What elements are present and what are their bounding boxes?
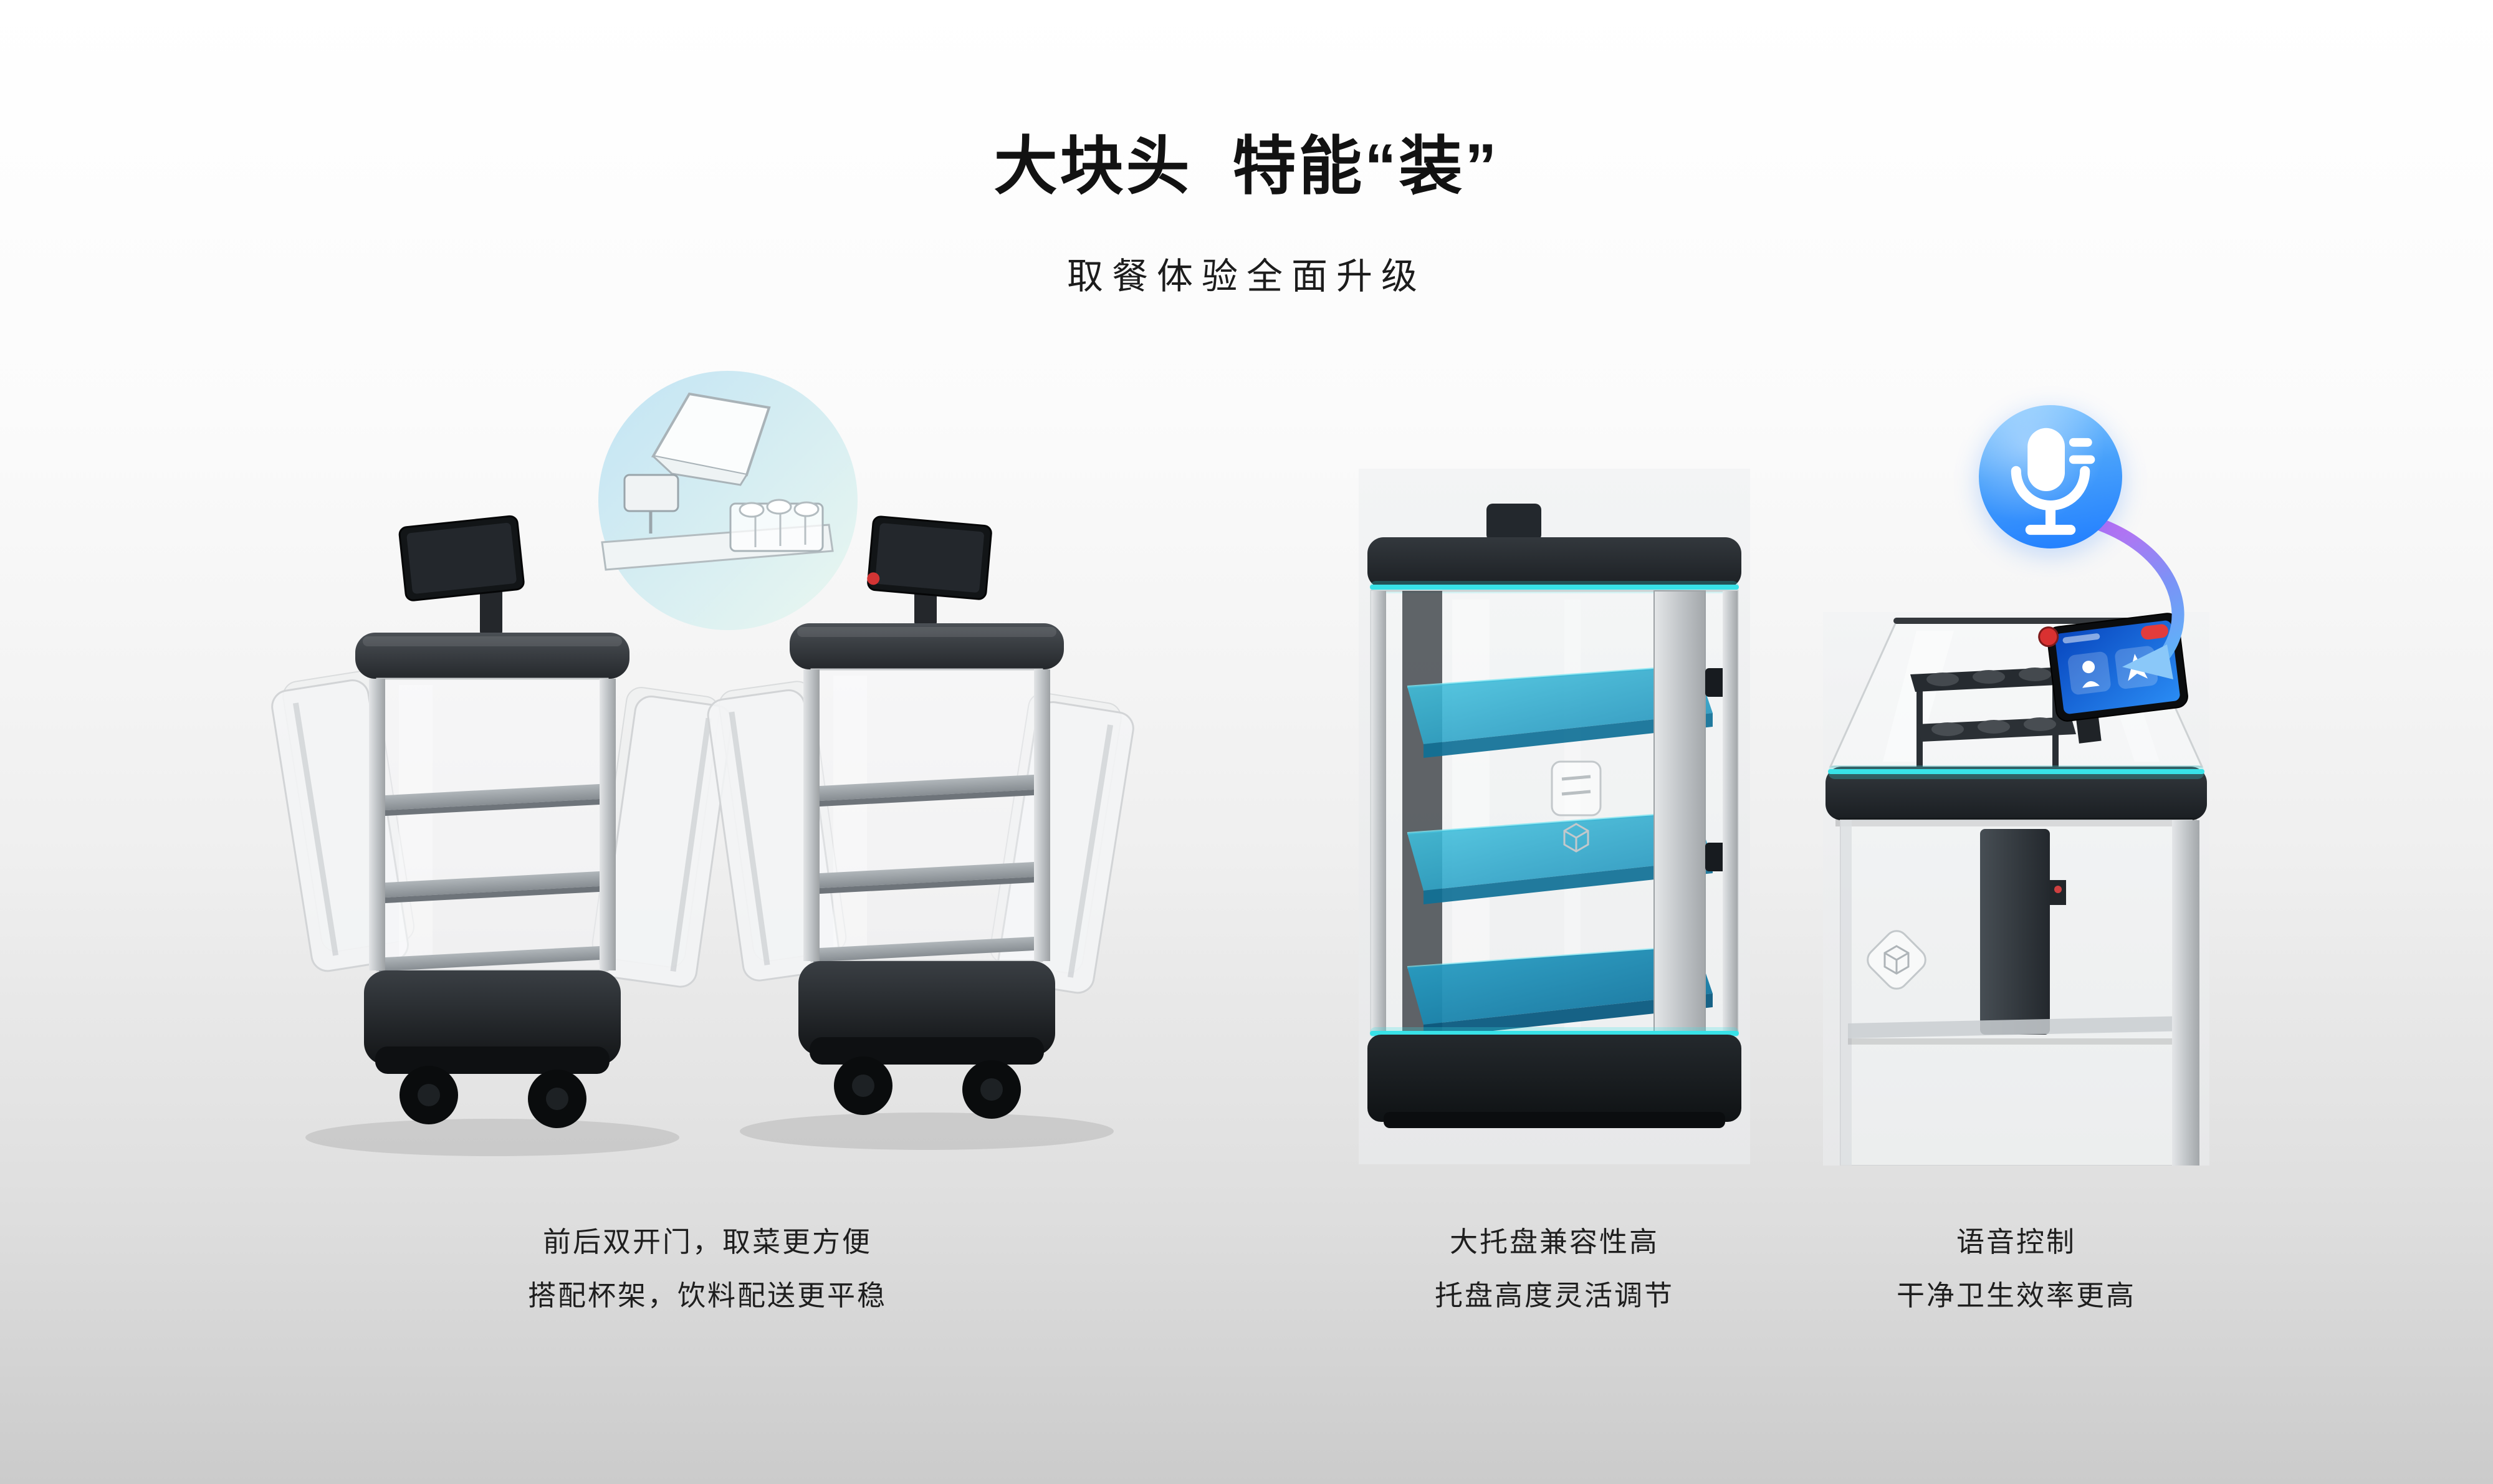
feature-caption-voice-control: 语音控制 干净卫生效率更高 bbox=[1611, 1215, 2421, 1323]
hinge bbox=[1705, 668, 1728, 697]
caption-line: 前后双开门，取菜更方便 bbox=[542, 1226, 872, 1258]
feature-double-doors: 前后双开门，取菜更方便 搭配杯架，饮料配送更平稳 bbox=[249, 355, 1165, 1415]
adjustable-tray-1 bbox=[1407, 664, 1713, 758]
header: 大块头 特能“装” 取餐体验全面升级 bbox=[0, 115, 2493, 299]
caption-line: 大托盘兼容性高 bbox=[1449, 1226, 1659, 1258]
cup-holder-detail-inset bbox=[598, 371, 858, 630]
delivery-robot-right bbox=[790, 515, 1064, 1119]
feature-caption-large-trays: 大托盘兼容性高 托盘高度灵活调节 bbox=[1149, 1215, 1959, 1323]
feature-caption-double-doors: 前后双开门，取菜更方便 搭配杯架，饮料配送更平稳 bbox=[302, 1215, 1113, 1323]
tray-cabinet-illustration bbox=[1367, 504, 1741, 1128]
robot-shadow bbox=[305, 1119, 679, 1156]
brand-emblem bbox=[1551, 760, 1602, 853]
counter-top bbox=[1825, 767, 2207, 820]
adjustable-tray-3 bbox=[1407, 945, 1713, 1038]
robot-shadow bbox=[740, 1113, 1114, 1150]
voice-robot-photo bbox=[1823, 612, 2209, 1166]
robot-touchscreen bbox=[2038, 613, 2188, 744]
robot-screen bbox=[867, 515, 992, 600]
brand-emblem bbox=[1867, 930, 1926, 990]
red-button bbox=[867, 572, 880, 585]
cabinet-top bbox=[1367, 537, 1741, 588]
accent-light-counter bbox=[1828, 769, 2204, 774]
tray-cabinet-photo bbox=[1359, 469, 1750, 1164]
hinge bbox=[1705, 843, 1728, 871]
open-door-panel bbox=[591, 687, 733, 988]
open-door-panel bbox=[989, 692, 1134, 994]
microphone-icon bbox=[1979, 405, 2122, 548]
voice-arrow-icon bbox=[2095, 519, 2184, 679]
door-column bbox=[1653, 590, 1706, 1035]
robot-base bbox=[1367, 1035, 1741, 1122]
page-subtitle: 取餐体验全面升级 bbox=[1066, 256, 1426, 297]
caption-line: 干净卫生效率更高 bbox=[1896, 1280, 2136, 1311]
caption-line: 搭配杯架，饮料配送更平稳 bbox=[527, 1280, 887, 1311]
adjustable-tray-2 bbox=[1407, 811, 1713, 904]
robot-screen bbox=[398, 515, 525, 601]
side-column bbox=[2172, 820, 2199, 1166]
emergency-button bbox=[2038, 626, 2059, 648]
accent-light-top bbox=[1370, 585, 1739, 590]
caption-line: 语音控制 bbox=[1956, 1226, 2076, 1258]
caption-line: 托盘高度灵活调节 bbox=[1434, 1280, 1674, 1311]
cup-rack bbox=[1910, 667, 2076, 768]
feature-large-trays: 大托盘兼容性高 托盘高度灵活调节 bbox=[1359, 469, 1750, 1404]
delivery-robot-left bbox=[355, 515, 629, 1128]
page-title: 大块头 特能“装” bbox=[993, 131, 1500, 202]
voice-robot-illustration bbox=[1825, 613, 2207, 1166]
feature-voice-control: 语音控制 干净卫生效率更高 bbox=[1823, 405, 2209, 1402]
robots-open-doors-illustration bbox=[271, 371, 1134, 1156]
center-column bbox=[1980, 829, 2050, 1035]
